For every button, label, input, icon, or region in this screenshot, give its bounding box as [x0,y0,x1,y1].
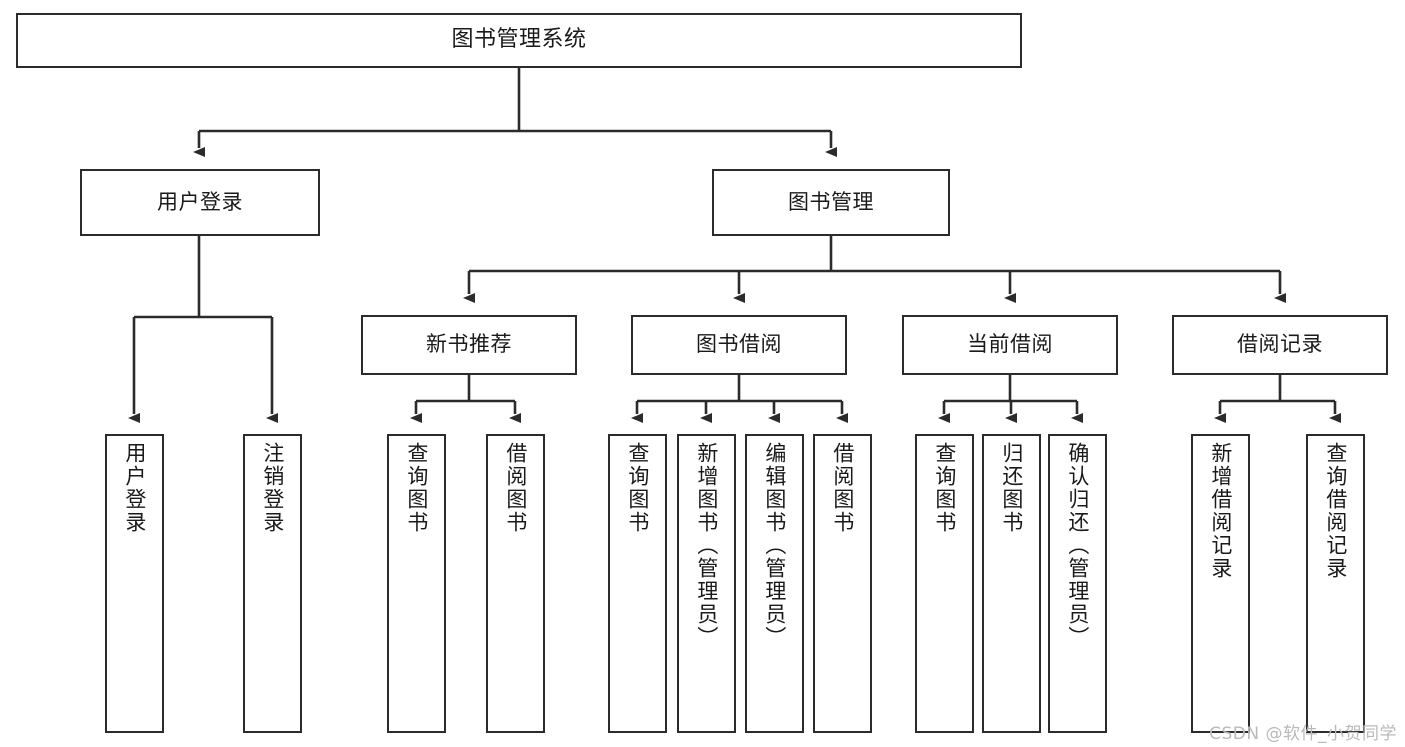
leaf-book-borrow-borrow[interactable]: 借阅图书 [813,434,872,733]
node-label: 借阅记录 [1237,332,1323,357]
node-label: 用户登录 [157,189,243,214]
leaf-current-borrow-confirm-admin[interactable]: 确认归还（管理员） [1048,434,1107,733]
node-book-borrow[interactable]: 图书借阅 [631,315,847,375]
leaf-book-borrow-query[interactable]: 查询图书 [608,434,667,733]
node-label: 当前借阅 [967,332,1053,357]
leaf-book-borrow-add-admin[interactable]: 新增图书（管理员） [677,434,736,733]
node-label: 编辑图书（管理员） [762,442,787,649]
node-label: 查询图书 [932,442,957,534]
leaf-new-book-borrow[interactable]: 借阅图书 [486,434,545,733]
node-label: 查询借阅记录 [1323,442,1348,580]
node-root-book-management-system[interactable]: 图书管理系统 [16,13,1022,68]
node-label: 图书管理系统 [451,27,587,53]
node-user-login[interactable]: 用户登录 [80,169,320,236]
node-label: 新增借阅记录 [1208,442,1233,580]
node-new-book-recommend[interactable]: 新书推荐 [361,315,577,375]
node-label: 图书借阅 [696,332,782,357]
leaf-user-login-logout[interactable]: 注销登录 [243,434,302,733]
leaf-current-borrow-query[interactable]: 查询图书 [915,434,974,733]
node-label: 归还图书 [999,442,1024,534]
node-borrow-record[interactable]: 借阅记录 [1172,315,1388,375]
node-label: 图书管理 [788,189,874,214]
node-label: 查询图书 [625,442,650,534]
node-book-management[interactable]: 图书管理 [712,169,950,236]
leaf-borrow-record-query[interactable]: 查询借阅记录 [1306,434,1365,733]
leaf-new-book-query[interactable]: 查询图书 [387,434,446,733]
node-label: 借阅图书 [503,442,528,534]
node-label: 查询图书 [404,442,429,534]
node-label: 新增图书（管理员） [694,442,719,649]
csdn-watermark: CSDN @软件_小贺同学 [1209,724,1397,744]
node-label: 新书推荐 [426,332,512,357]
node-label: 借阅图书 [830,442,855,534]
leaf-book-borrow-edit-admin[interactable]: 编辑图书（管理员） [745,434,804,733]
leaf-user-login-login[interactable]: 用户登录 [105,434,164,733]
node-label: 用户登录 [122,442,147,534]
leaf-current-borrow-return[interactable]: 归还图书 [982,434,1041,733]
node-label: 确认归还（管理员） [1065,442,1090,649]
node-label: 注销登录 [260,442,285,534]
node-current-borrow[interactable]: 当前借阅 [902,315,1118,375]
leaf-borrow-record-add[interactable]: 新增借阅记录 [1191,434,1250,733]
